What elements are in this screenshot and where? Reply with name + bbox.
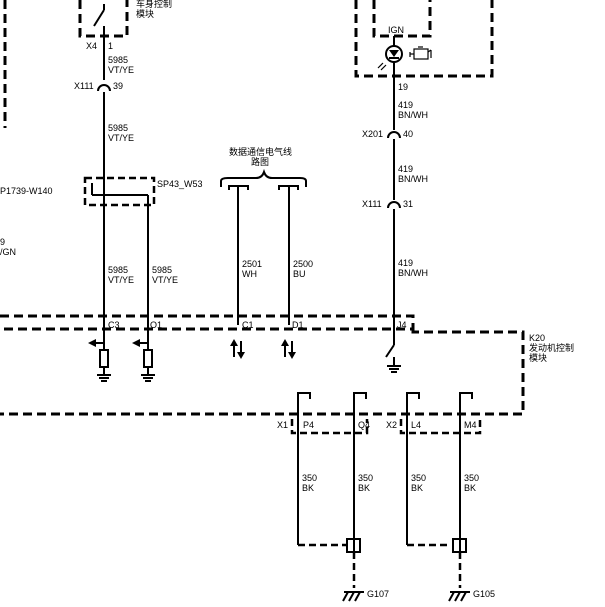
x111-31-connector bbox=[387, 201, 401, 209]
gw4-circuit: 350 bbox=[464, 473, 479, 483]
ground-g107-label: G107 bbox=[367, 589, 389, 599]
lw-seg2-circuit: 5985 bbox=[108, 123, 128, 133]
c1-bidirectional-icon bbox=[230, 339, 245, 359]
ecm-label-1: 发动机控制 bbox=[529, 342, 574, 353]
ign-seg3-color: BN/WH bbox=[398, 268, 428, 278]
bcm-label-2: 模块 bbox=[136, 8, 154, 19]
lw-branch-a-color: VT/YE bbox=[108, 275, 134, 285]
lw-inline-conn: X111 bbox=[74, 81, 94, 91]
ign-label: IGN bbox=[388, 25, 404, 35]
ecm-pin-p4: P4 bbox=[303, 420, 314, 430]
left-ref-num: 9 bbox=[0, 237, 5, 247]
gw4-color: BK bbox=[464, 483, 476, 493]
d1-bidirectional-icon bbox=[281, 339, 296, 359]
data-comm-wires: 数据通信电气线 路图 2501 WH 2500 BU bbox=[220, 146, 313, 325]
lw-seg1-color: VT/YE bbox=[108, 65, 134, 75]
lw-branch-a-circuit: 5985 bbox=[108, 265, 128, 275]
engine-control-module: K20 发动机控制 模块 C3 O1 C1 D1 J4 bbox=[0, 314, 574, 545]
ecm-pin-o1: O1 bbox=[150, 320, 162, 330]
c3-pulldown bbox=[88, 339, 111, 382]
ecm-pin-m4: M4 bbox=[464, 420, 477, 430]
gw2-circuit: 350 bbox=[358, 473, 373, 483]
dc-wire1-color: WH bbox=[242, 269, 257, 279]
ecm-pin-q4: Q4 bbox=[358, 420, 370, 430]
ign-seg1-color: BN/WH bbox=[398, 110, 428, 120]
ground-g105-label: G105 bbox=[473, 589, 495, 599]
ecm-label-2: 模块 bbox=[529, 352, 547, 363]
left-wire: 5985 VT/YE X111 39 5985 VT/YE SP43_W53 5… bbox=[74, 26, 203, 340]
ecm-pin-l4: L4 bbox=[411, 420, 421, 430]
lw-branch-b-color: VT/YE bbox=[152, 275, 178, 285]
gw3-circuit: 350 bbox=[411, 473, 426, 483]
gw1-color: BK bbox=[302, 483, 314, 493]
body-control-module: 车身控制 模块 X4 1 bbox=[78, 0, 172, 51]
splice-sp43 bbox=[83, 176, 156, 207]
j4-switch bbox=[385, 344, 401, 373]
ecm-pin-c3: C3 bbox=[108, 320, 120, 330]
dc-wire2-color: BU bbox=[293, 269, 306, 279]
ign-conn2-pin: 31 bbox=[403, 199, 413, 209]
data-comm-brace bbox=[220, 168, 307, 187]
ignition-wire: IGN 19 419 BN/WH X201 40 419 BN/WH X111 … bbox=[354, 0, 494, 345]
ign-conn1-pin: 40 bbox=[403, 129, 413, 139]
ground-wires: 350 BK 350 BK 350 BK 350 BK G107 G10 bbox=[298, 473, 495, 602]
ign-conn2: X111 bbox=[362, 199, 382, 209]
ground-g105-icon bbox=[448, 591, 470, 602]
ign-seg2-color: BN/WH bbox=[398, 174, 428, 184]
bcm-connector: X4 bbox=[86, 41, 97, 51]
left-ref-color: /GN bbox=[0, 247, 16, 257]
dc-wire1-circuit: 2501 bbox=[242, 259, 262, 269]
ign-seg3-circuit: 419 bbox=[398, 258, 413, 268]
data-comm-label-2: 路图 bbox=[251, 156, 269, 167]
ign-seg1-circuit: 419 bbox=[398, 100, 413, 110]
ecm-conn-x2: X2 bbox=[386, 420, 397, 430]
gw3-color: BK bbox=[411, 483, 423, 493]
ign-seg2-circuit: 419 bbox=[398, 164, 413, 174]
ecm-name: K20 bbox=[529, 333, 545, 343]
dc-wire2-circuit: 2500 bbox=[293, 259, 313, 269]
ecm-pin-c1: C1 bbox=[242, 320, 254, 330]
ign-pin19: 19 bbox=[398, 82, 408, 92]
lw-inline-pin: 39 bbox=[113, 81, 123, 91]
gw1-circuit: 350 bbox=[302, 473, 317, 483]
lw-seg1-circuit: 5985 bbox=[108, 55, 128, 65]
o1-pulldown bbox=[132, 339, 155, 382]
bcm-pin: 1 bbox=[108, 41, 113, 51]
lw-branch-b-circuit: 5985 bbox=[152, 265, 172, 275]
internal-grounds bbox=[297, 392, 473, 545]
ecm-pin-d1: D1 bbox=[292, 320, 304, 330]
x111-39-connector bbox=[97, 84, 111, 92]
lw-seg2-color: VT/YE bbox=[108, 133, 134, 143]
x201-40-connector bbox=[387, 131, 401, 139]
data-comm-label-1: 数据通信电气线 bbox=[229, 146, 292, 157]
splice-label: SP43_W53 bbox=[157, 179, 203, 189]
bcm-label-1: 车身控制 bbox=[136, 0, 172, 9]
ign-conn1: X201 bbox=[362, 129, 383, 139]
ground-g107-icon bbox=[342, 591, 364, 602]
ecm-conn-x1: X1 bbox=[277, 420, 288, 430]
gw2-color: BK bbox=[358, 483, 370, 493]
ecm-pin-j4: J4 bbox=[397, 320, 407, 330]
left-ref-main: P1739-W140 bbox=[0, 186, 53, 196]
engine-icon bbox=[409, 46, 432, 60]
